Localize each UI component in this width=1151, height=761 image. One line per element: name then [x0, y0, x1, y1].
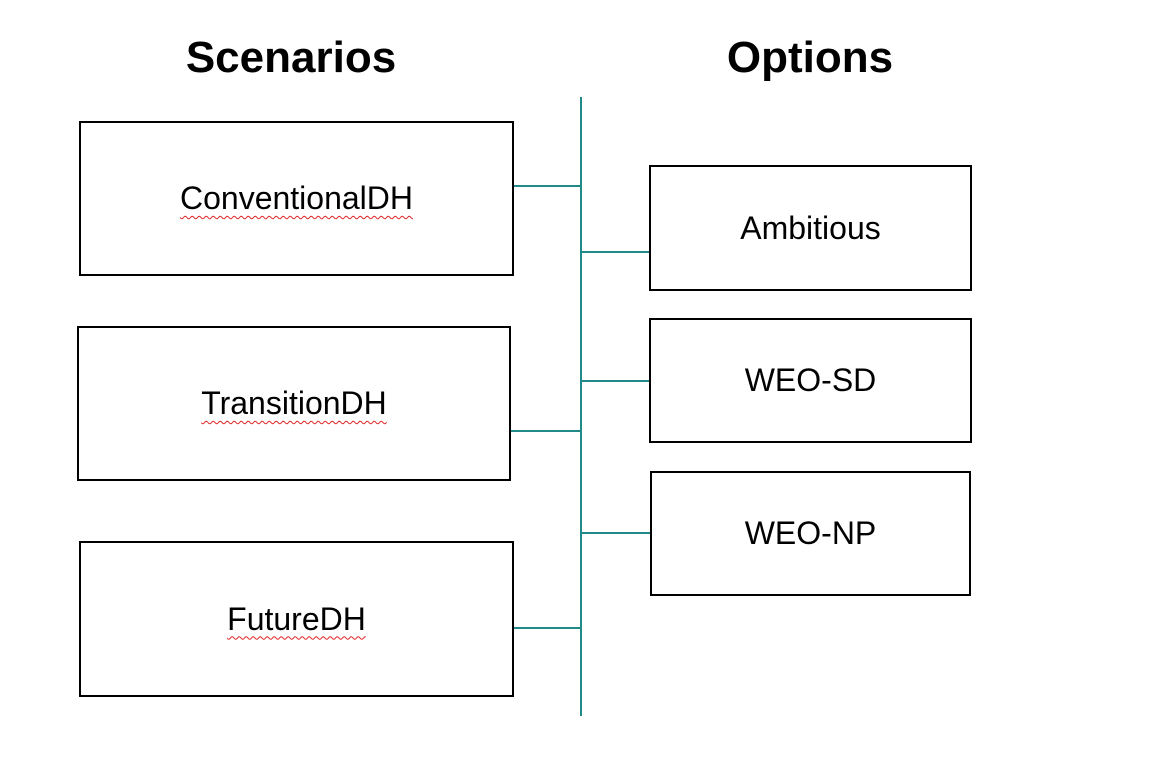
scenario-box-transitiondh: TransitionDH	[77, 326, 511, 481]
scenario-label: ConventionalDH	[179, 180, 413, 216]
scenarios-heading: Scenarios	[185, 33, 397, 82]
option-box-ambitious: Ambitious	[649, 165, 972, 291]
option-label: WEO-NP	[744, 515, 877, 551]
option-label: Ambitious	[740, 209, 881, 246]
scenario-label: FutureDH	[227, 600, 366, 637]
scenario-box-futuredh: FutureDH	[79, 541, 514, 697]
option-box-weo-sd: WEO-SD	[649, 318, 972, 443]
options-heading: Options	[726, 33, 894, 82]
option-label: WEO-SD	[744, 362, 877, 398]
option-box-weo-np: WEO-NP	[650, 471, 971, 596]
scenario-box-conventionaldh: ConventionalDH	[79, 121, 514, 276]
scenario-label: TransitionDH	[201, 385, 387, 421]
